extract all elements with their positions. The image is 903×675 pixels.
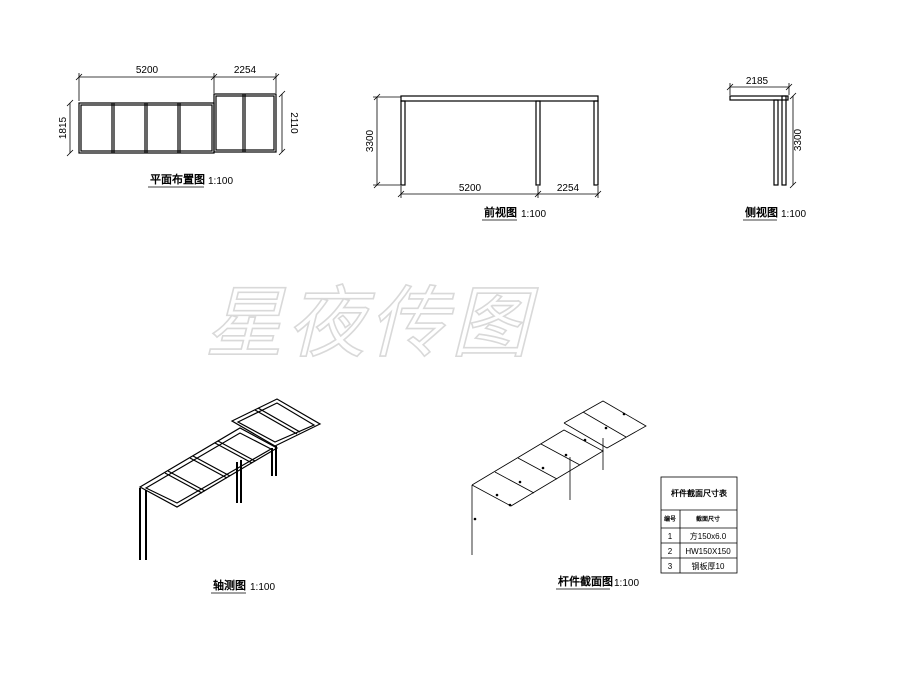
section-size-table: 杆件截面尺寸表 编号 截面尺寸 1 方150x6.0 2 HW150X150 3… [660, 476, 738, 574]
plan-dim-1815: 1815 [58, 116, 69, 139]
section-view-title: 杆件截面图 [558, 574, 613, 588]
table-row-3-size: 钢板厚10 [692, 561, 725, 571]
plan-view-title: 平面布置图 [150, 172, 205, 186]
front-view-scale: 1:100 [521, 209, 546, 220]
axonometric-view-title: 轴测图 [213, 578, 246, 592]
table-title: 杆件截面尺寸表 [671, 488, 728, 498]
side-view: 2185 3300 侧视图 1:100 [726, 76, 806, 221]
plan-view: 5200 2254 1815 2110 平面布置图 1:100 [58, 65, 299, 188]
table-row-1-size: 方150x6.0 [690, 531, 727, 541]
table-header-no: 编号 [664, 515, 676, 523]
plan-dim-5200: 5200 [136, 65, 159, 76]
table-row-1-no: 1 [668, 532, 673, 541]
table-header-size: 截面尺寸 [696, 515, 720, 523]
table-row-2-size: HW150X150 [685, 547, 731, 556]
table-row-3-no: 3 [668, 562, 673, 571]
axonometric-view: 轴测图 1:100 [138, 398, 322, 594]
front-view: 3300 5200 2254 前视图 1:100 [365, 93, 602, 221]
side-view-title: 侧视图 [745, 205, 778, 219]
front-dim-3300: 3300 [365, 129, 376, 152]
section-view-scale: 1:100 [614, 578, 639, 589]
side-dim-3300: 3300 [793, 128, 804, 151]
front-view-title: 前视图 [484, 205, 517, 219]
watermark-text: 星夜传图 [205, 279, 539, 369]
plan-dim-2110: 2110 [288, 112, 299, 134]
axonometric-view-scale: 1:100 [250, 582, 275, 593]
section-view: 杆件截面图 1:100 [471, 400, 647, 590]
front-dim-5200: 5200 [459, 183, 482, 194]
plan-dim-2254: 2254 [234, 65, 257, 76]
plan-view-scale: 1:100 [208, 176, 233, 187]
table-row-2-no: 2 [668, 547, 673, 556]
side-dim-2185: 2185 [746, 76, 769, 87]
side-view-scale: 1:100 [781, 209, 806, 220]
front-dim-2254: 2254 [557, 183, 580, 194]
